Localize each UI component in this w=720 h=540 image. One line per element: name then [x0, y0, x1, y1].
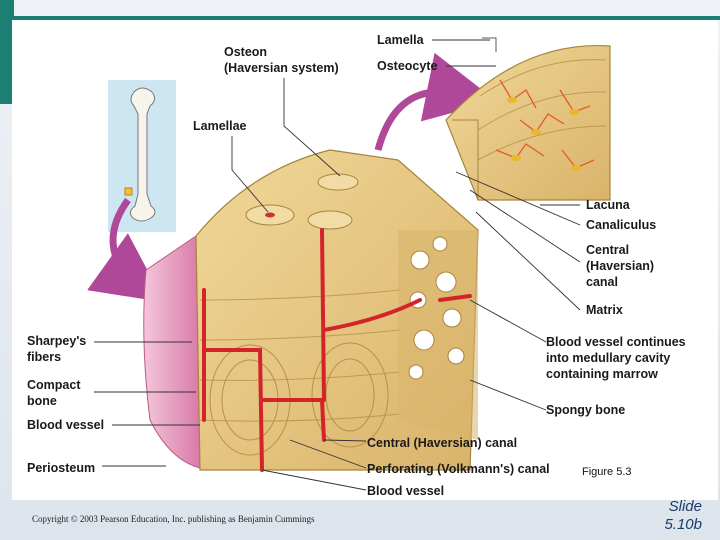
- label-central-canal-bottom: Central (Haversian) canal: [367, 436, 518, 450]
- osteon-magnified: [445, 37, 611, 201]
- top-rule: [14, 16, 720, 20]
- copyright-notice: Copyright © 2003 Pearson Education, Inc.…: [32, 514, 315, 524]
- slide-number: Slide 5.10b: [664, 498, 702, 533]
- leader-lines: [94, 39, 581, 491]
- periosteum-layer: [143, 235, 201, 469]
- label-canaliculus: Canaliculus: [586, 218, 657, 232]
- figure-number: Figure 5.3: [582, 466, 632, 478]
- label-osteon: Osteon (Haversian system): [224, 45, 339, 75]
- label-lamellae: Lamellae: [193, 119, 247, 133]
- label-sharpeys-fibers: Sharpey's fibers: [27, 334, 87, 364]
- femur-inset: [108, 80, 176, 232]
- label-central-canal-right: Central (Haversian) canal: [586, 243, 655, 289]
- spongy-bone-region: [398, 230, 478, 440]
- label-spongy-bone: Spongy bone: [546, 403, 626, 417]
- label-blood-vessel-continues: Blood vessel continues into medullary ca…: [546, 335, 686, 381]
- label-osteocyte: Osteocyte: [377, 59, 438, 73]
- inset-arrow: [87, 197, 165, 303]
- accent-bar: [0, 0, 14, 104]
- label-perforating-canal: Perforating (Volkmann's) canal: [367, 462, 550, 476]
- label-blood-vessel-bottom: Blood vessel: [367, 484, 445, 498]
- zoom-arrow: [374, 52, 497, 151]
- label-compact-bone: Compact bone: [27, 378, 81, 408]
- label-blood-vessel-left: Blood vessel: [27, 418, 105, 432]
- label-periosteum: Periosteum: [27, 461, 96, 475]
- label-lamella: Lamella: [377, 33, 424, 47]
- label-lacuna: Lacuna: [586, 198, 630, 212]
- label-matrix: Matrix: [586, 303, 623, 317]
- blood-vessels: [202, 228, 472, 472]
